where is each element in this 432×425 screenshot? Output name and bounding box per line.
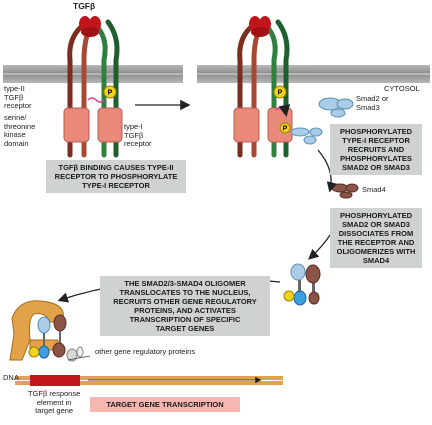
- tgfb-ligand-left: [79, 16, 101, 37]
- smad4-label: Smad4: [362, 185, 386, 194]
- tgfb-label: TGFβ: [73, 1, 96, 11]
- caption-step2: PHOSPHORYLATED TYPE-I RECEPTOR RECRUITS …: [330, 124, 422, 175]
- phosphate-p-label: P: [108, 90, 113, 97]
- dna-strand-lower: [15, 381, 283, 385]
- phosphate-p-label: P: [283, 126, 288, 133]
- arrow-step2: [317, 149, 337, 193]
- smad23-label: Smad2 or Smad3: [356, 94, 389, 112]
- dna-label: DNA: [3, 373, 19, 382]
- response-element-label: TGFβ response element in target gene: [28, 389, 81, 415]
- type2-receptor-label: type-II TGFβ receptor: [4, 84, 32, 110]
- caption-step1: TGFβ BINDING CAUSES TYPE-II RECEPTOR TO …: [46, 160, 186, 193]
- phosphate-left: [103, 85, 117, 99]
- type1-receptor-label: type-I TGFβ receptor: [124, 122, 152, 148]
- smad23-free: [318, 97, 354, 118]
- phosphate-p-label: P: [278, 90, 283, 97]
- tgfb-ligand-right: [249, 16, 271, 37]
- caption-step3: PHOSPHORYLATED SMAD2 OR SMAD3 DISSOCIATE…: [330, 208, 422, 268]
- dna-strand: [15, 376, 283, 380]
- smad4-free: [331, 183, 359, 199]
- receptor-complex-left: [63, 16, 123, 158]
- nuclear-complex: [9, 300, 84, 362]
- receptor-complex-right: [233, 16, 323, 158]
- caption-step4: THE SMAD2/3-SMAD4 OLIGOMER TRANSLOCATES …: [100, 276, 270, 336]
- cytosol-label: CYTOSOL: [384, 84, 420, 93]
- phosphate-right-smad: [279, 122, 291, 134]
- kinase-domain-label: serine/ threonine kinase domain: [4, 113, 36, 148]
- smad-oligomer-cytosol: [283, 263, 321, 306]
- phosphate-right-receptor: [273, 85, 287, 99]
- response-element: [30, 375, 80, 386]
- other-proteins-label: other gene regulatory proteins: [95, 347, 196, 356]
- caption-transcription: TARGET GENE TRANSCRIPTION: [90, 397, 240, 412]
